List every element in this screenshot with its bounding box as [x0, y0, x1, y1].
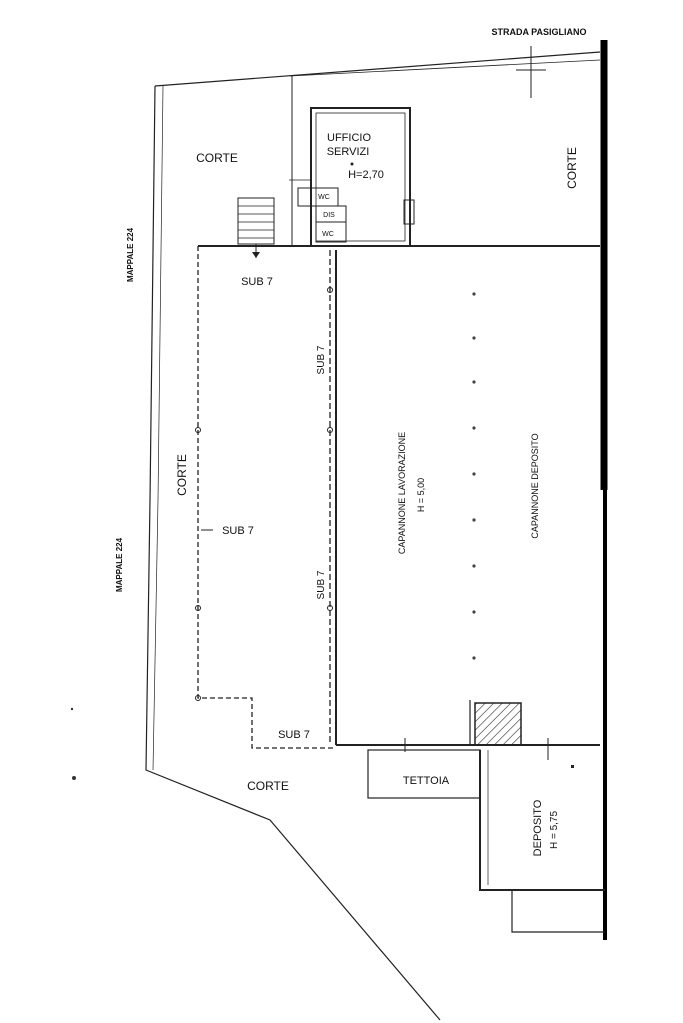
- sub7-vert-upper-label: SUB 7: [316, 345, 327, 374]
- sub7-perimeter: [197, 246, 334, 749]
- tettoia-label: TETTOIA: [403, 775, 450, 787]
- lot-boundary-left: [145, 85, 441, 1021]
- ufficio-label-2: SERVIZI: [327, 146, 370, 158]
- fixture: [403, 199, 415, 225]
- tettoia-area: [367, 749, 481, 799]
- corte-left-label: CORTE: [175, 454, 189, 496]
- staircase: [237, 197, 275, 258]
- dis-label: DIS: [323, 212, 335, 219]
- mappale-top-label: MAPPALE 224: [126, 227, 135, 282]
- ufficio-height-label: H=2,70: [348, 169, 384, 181]
- lavorazione-label: CAPANNONE LAVORAZIONE: [397, 432, 407, 554]
- street-label: STRADA PASIGLIANO: [491, 27, 586, 37]
- deposito-walls: [479, 750, 605, 891]
- deposito-big-label: CAPANNONE DEPOSITO: [530, 433, 540, 538]
- corte-top-left-label: CORTE: [196, 151, 238, 165]
- lavorazione-height-label: H = 5,00: [416, 478, 426, 512]
- sub7-bottom-label: SUB 7: [278, 729, 310, 741]
- wc-room-2: [315, 221, 347, 243]
- corte-bottom-label: CORTE: [247, 779, 289, 793]
- wc2-label: WC: [322, 231, 334, 238]
- mappale-bottom-label: MAPPALE 224: [115, 537, 124, 592]
- wc1-label: WC: [318, 194, 330, 201]
- street-boundary-inner: [289, 59, 601, 77]
- deposito-label: DEPOSITO: [532, 799, 544, 856]
- ufficio-label-1: UFFICIO: [327, 132, 371, 144]
- sub7-top-label: SUB 7: [241, 276, 273, 288]
- column-row: [472, 292, 476, 660]
- corte-top-right-label: CORTE: [565, 147, 579, 189]
- hatched-block: [474, 702, 522, 746]
- deposito-height-label: H = 5,75: [549, 811, 560, 850]
- ufficio-building-inner: [315, 112, 406, 242]
- sub7-middle-label: SUB 7: [222, 525, 254, 537]
- lot-boundary-left-inner: [152, 85, 164, 771]
- sub7-vert-lower-label: SUB 7: [316, 570, 327, 599]
- street-boundary: [154, 51, 601, 87]
